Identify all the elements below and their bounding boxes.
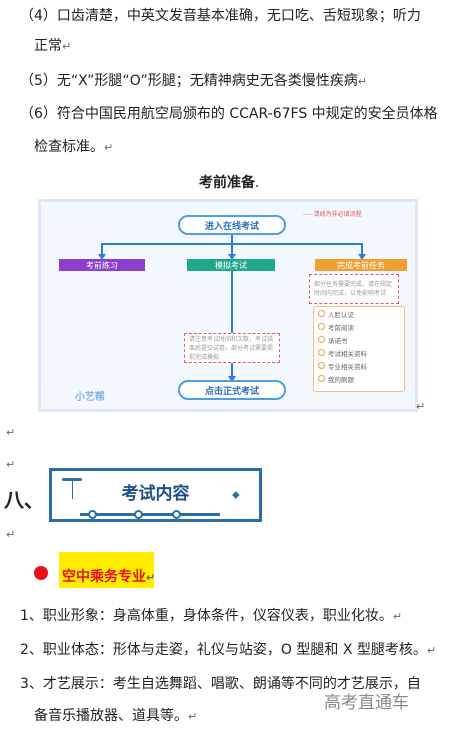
banner-dot: [172, 510, 181, 519]
flow-connector: [231, 243, 233, 256]
flow-bottom-box: 点击正式考试: [178, 380, 286, 400]
banner-dot: [88, 510, 97, 519]
flow-arrowhead: [98, 254, 106, 260]
text-line-4a: （4）口齿清楚，中英文发音基本准确，无口吃、舌短现象；听力: [20, 8, 421, 24]
text-line-5: （5）无“X”形腿“O”形腿；无精神病史无各类慢性疾病↵: [20, 73, 367, 89]
section-number: 八、: [4, 488, 44, 512]
banner-title: 考试内容: [121, 484, 190, 504]
circle-icon: [318, 323, 325, 330]
circle-icon: [318, 336, 325, 343]
task-item: 专业相关资料: [314, 359, 404, 372]
flow-connector: [231, 271, 233, 381]
task-item: 人脸认证: [314, 307, 404, 320]
section-heading: 考前准备.: [199, 175, 260, 191]
watermark-text: 高考直通车: [324, 693, 409, 713]
task-item: 考试相关资料: [314, 346, 404, 359]
list-item-1: 1、职业形象：身高体重，身体条件，仪容仪表，职业化妆。↵: [20, 608, 403, 624]
list-item-2: 2、职业体态：形体与走姿，礼仪与站姿，O 型腿和 X 型腿考核。↵: [20, 642, 437, 658]
flow-arrowhead: [228, 376, 236, 382]
task-panel: 人脸认证 考前阅读 承诺书 考试相关资料 专业相关资料 我的刷题: [313, 306, 405, 392]
flow-legend: ---- 请线为非必填流程: [303, 210, 362, 218]
banner-arrow: ⬥: [232, 488, 240, 501]
banner-decoration: [72, 481, 73, 499]
bullet-dot: [34, 566, 48, 580]
flow-left-box: 考前练习: [59, 259, 145, 271]
flow-watermark: 小艺帮: [75, 391, 105, 403]
paragraph-mark: ↵: [6, 528, 16, 541]
flow-right-box: 完成考前任务: [315, 259, 407, 271]
banner-dot: [134, 510, 143, 519]
task-item: 考前阅读: [314, 320, 404, 333]
text-line-6b: 检查标准。↵: [34, 139, 114, 155]
circle-icon: [318, 349, 325, 356]
paragraph-mark: ↵: [6, 458, 16, 471]
circle-icon: [318, 375, 325, 382]
major-title: 空中乘务专业↵: [62, 569, 156, 585]
paragraph-mark: ↵: [6, 426, 16, 439]
task-item: 承诺书: [314, 333, 404, 346]
flow-arrowhead: [228, 254, 236, 260]
highlight-box: [59, 552, 154, 588]
paragraph-mark: ↵: [416, 400, 426, 413]
flowchart-image: 进入在线考试 ---- 请线为非必填流程 考前练习 模拟考试 完成考前任务 部分…: [38, 199, 418, 412]
text-line-4b: 正常↵: [34, 38, 72, 54]
flow-top-box: 进入在线考试: [178, 215, 286, 235]
banner-decoration: [62, 478, 82, 481]
flow-connector: [231, 235, 233, 244]
circle-icon: [318, 362, 325, 369]
text-line-6a: （6）符合中国民用航空局颁布的 CCAR-67FS 中规定的安全员体格: [20, 106, 438, 122]
task-item: 我的刷题: [314, 372, 404, 385]
list-item-3-cont: 备音乐播放器、道具等。↵: [34, 708, 198, 724]
flow-note-right: 部分任务需要完成，请在规定时间内完成，以免影响考试: [309, 274, 399, 304]
banner-bar: [80, 513, 220, 516]
flow-note-mid: 请注意考试时间和次数，考试结束后提交试卷。部分考试需要提前完成模拟: [184, 333, 280, 363]
flow-connector: [101, 243, 103, 256]
flow-mid-box: 模拟考试: [187, 259, 275, 271]
list-item-3: 3、才艺展示：考生自选舞蹈、唱歌、朗诵等不同的才艺展示，自: [20, 676, 421, 692]
circle-icon: [318, 310, 325, 317]
flow-arrowhead: [358, 254, 366, 260]
section-banner: 考试内容 ⬥: [49, 468, 262, 522]
flow-connector: [361, 243, 363, 256]
